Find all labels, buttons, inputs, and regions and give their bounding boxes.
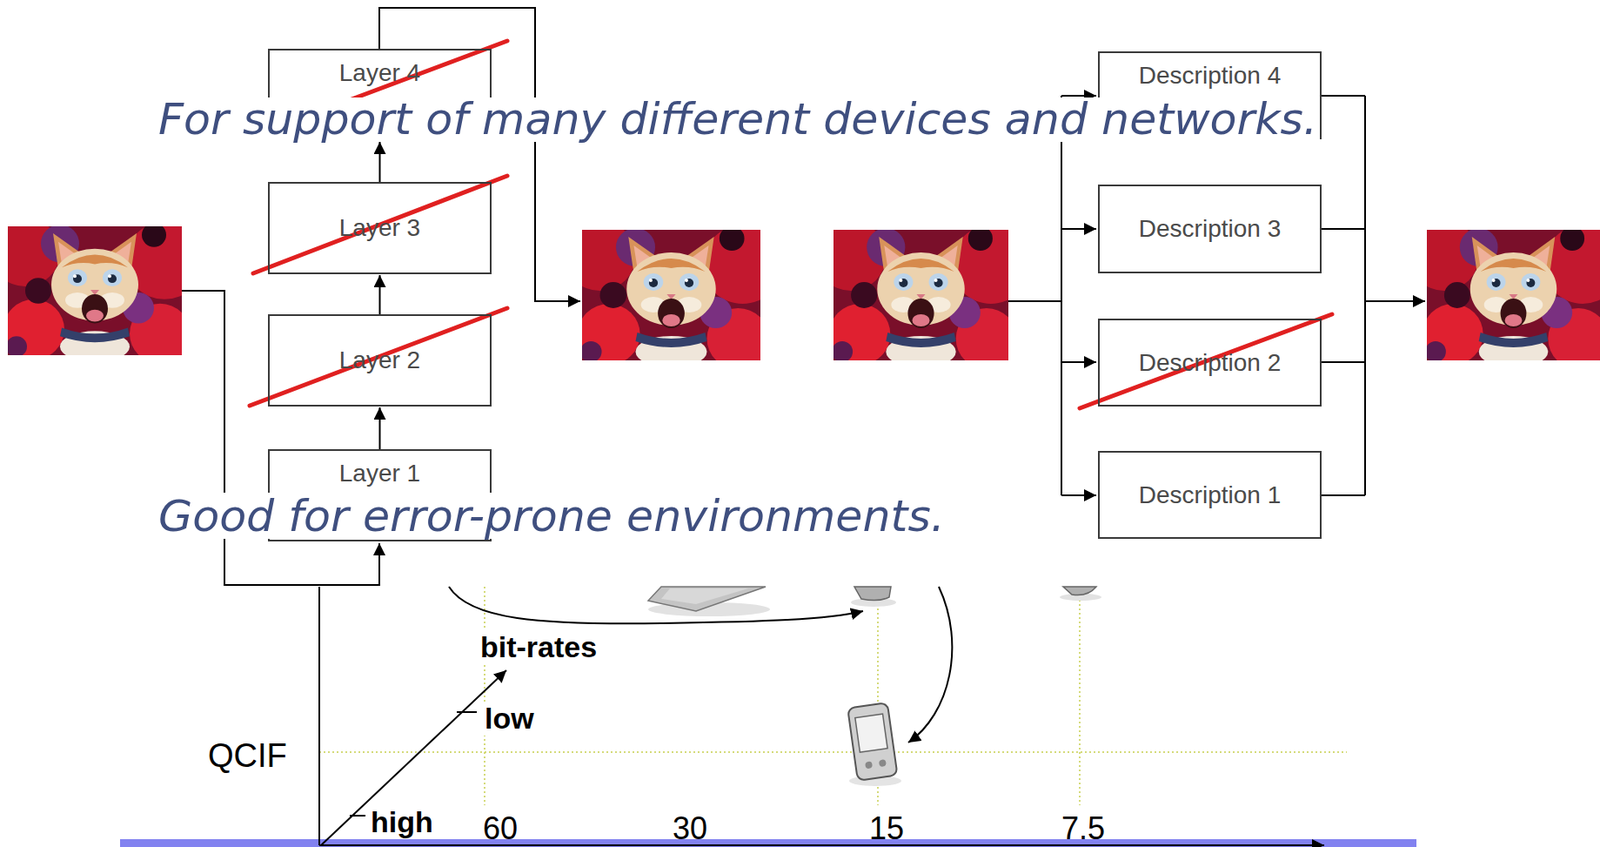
split-wire xyxy=(1008,300,1062,302)
merge-wire xyxy=(1364,95,1366,496)
box-label: Description 2 xyxy=(1138,348,1281,377)
tick-mark xyxy=(456,710,477,713)
device-icons-part-part xyxy=(878,758,887,767)
overlay-caption: For support of many different devices an… xyxy=(155,97,1320,142)
kitten-photo xyxy=(564,220,784,369)
device-icons-part-part xyxy=(855,713,888,752)
axis-tick-label: low xyxy=(482,701,537,736)
axis-tick-label: 7.5 xyxy=(1061,810,1105,846)
device-icons-part xyxy=(1063,586,1097,596)
box-label: Layer 2 xyxy=(339,346,421,375)
strike-line xyxy=(249,307,508,406)
kitten-photo-part xyxy=(0,217,204,364)
kitten-photo xyxy=(816,220,1031,369)
kitten-photo-part xyxy=(1409,220,1600,369)
merge-wire xyxy=(1321,95,1366,496)
kitten-photo-part xyxy=(816,220,1031,369)
tick-mark xyxy=(349,814,366,817)
axis-line xyxy=(319,843,1325,846)
axis-tick-label: high xyxy=(368,804,436,839)
axis-tick-label: 60 xyxy=(482,810,518,846)
device-icons-part xyxy=(847,702,898,781)
curved-arrow xyxy=(448,586,864,623)
split-wire xyxy=(1061,361,1097,363)
axis-tick-label: 30 xyxy=(672,810,708,846)
box-label: Description 1 xyxy=(1138,481,1281,509)
box-label: Layer 3 xyxy=(339,214,421,242)
kitten-photo-part xyxy=(564,220,784,369)
description-box: Description 2 xyxy=(1097,318,1322,407)
axis-label: bit-rates xyxy=(477,629,600,664)
kitten-photo xyxy=(1409,220,1600,369)
box-label: Layer 1 xyxy=(339,459,421,488)
split-wire xyxy=(1061,494,1097,496)
layer-arrow xyxy=(379,141,382,182)
grid-lines xyxy=(319,586,1347,805)
curved-arrow xyxy=(908,586,952,743)
description-box: Description 1 xyxy=(1097,450,1322,539)
kitten-photo xyxy=(0,217,1600,369)
loss-strikes xyxy=(249,40,1333,409)
grid-lines-part xyxy=(1078,586,1081,805)
overlay-caption: Good for error-prone environments. xyxy=(155,492,948,539)
strike-line xyxy=(1079,314,1333,409)
layer-arrow xyxy=(379,407,382,449)
axis-line xyxy=(321,669,507,845)
footer-bar xyxy=(120,838,1417,847)
device-icons-part xyxy=(648,586,766,611)
device-icons-part xyxy=(661,588,749,604)
split-wire xyxy=(1060,95,1063,496)
device-icons-part xyxy=(854,586,891,601)
kitten-photo xyxy=(0,217,204,364)
strike-line xyxy=(253,175,508,274)
description-box: Description 3 xyxy=(1097,184,1322,274)
axis-tick-label: 15 xyxy=(869,810,904,846)
chart-axes xyxy=(319,586,1325,845)
box-label: Description 3 xyxy=(1138,214,1281,243)
axis-line xyxy=(318,586,321,845)
device-icons xyxy=(648,586,1102,786)
device-icons-part-part xyxy=(864,760,873,769)
split-wire xyxy=(1061,227,1097,230)
device-icons-part-part xyxy=(847,702,898,781)
layer-arrow xyxy=(379,274,382,315)
layer-box: Layer 2 xyxy=(267,314,492,407)
box-label: Layer 4 xyxy=(339,59,421,88)
grid-lines-part xyxy=(483,586,486,805)
scalability-chart xyxy=(120,586,1417,847)
box-label: Description 4 xyxy=(1138,61,1281,90)
grid-lines-part xyxy=(319,750,1347,753)
split-wire xyxy=(1061,94,1097,97)
layer-box: Layer 3 xyxy=(267,181,492,275)
merge-wire xyxy=(1365,300,1426,302)
axis-tick-label: QCIF xyxy=(205,736,290,776)
